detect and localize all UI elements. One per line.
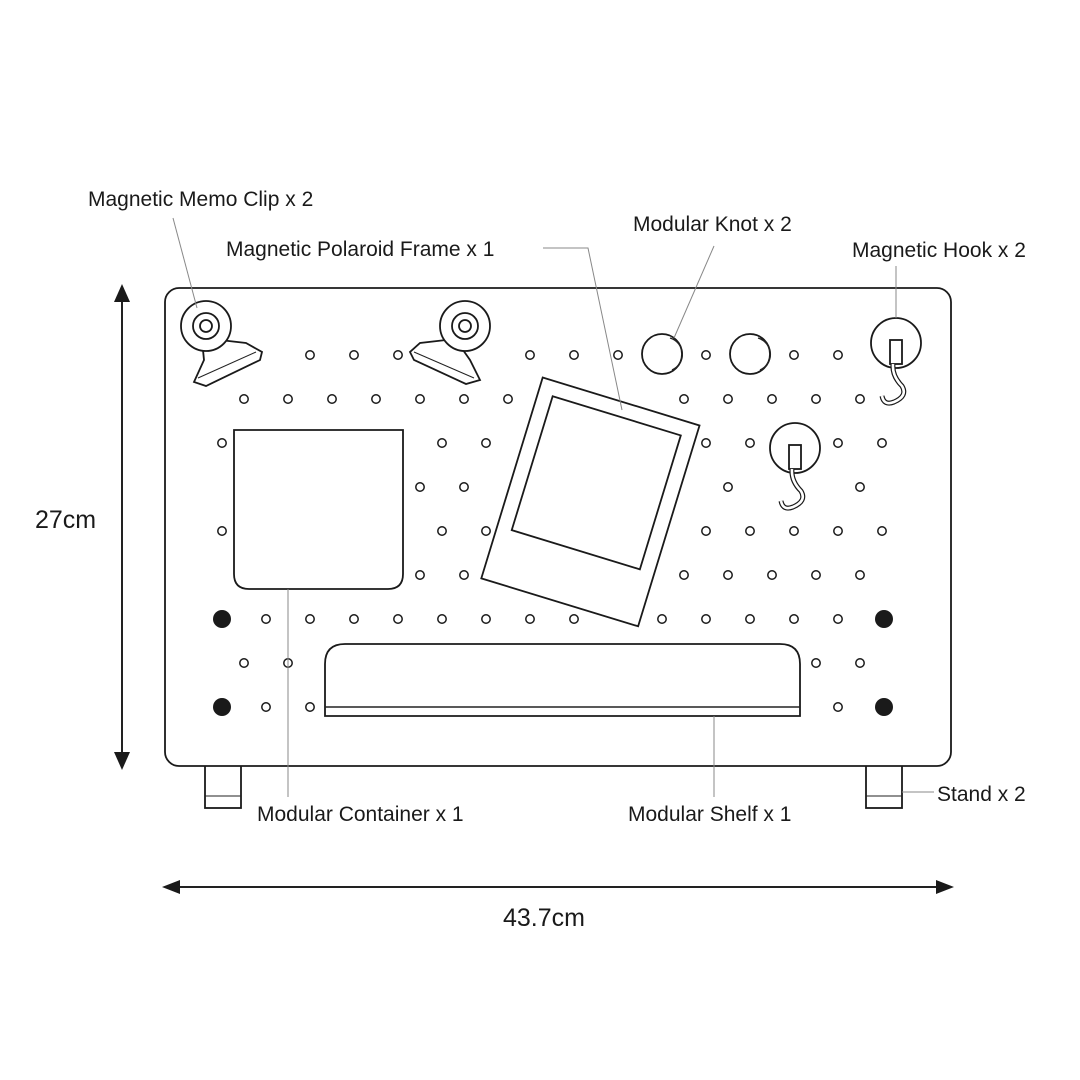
peg-hole-icon bbox=[723, 570, 733, 580]
dimension-height: 27cm bbox=[35, 506, 96, 534]
peg-hole-icon bbox=[415, 394, 425, 404]
label-polaroid-frame: Magnetic Polaroid Frame x 1 bbox=[226, 238, 494, 261]
label-modular-shelf: Modular Shelf x 1 bbox=[628, 803, 791, 826]
peg-hole-icon bbox=[503, 394, 513, 404]
peg-hole-icon bbox=[437, 526, 447, 536]
peg-hole-icon bbox=[415, 570, 425, 580]
peg-hole-icon bbox=[349, 614, 359, 624]
polaroid-frame-icon bbox=[480, 376, 701, 628]
knot-icon bbox=[641, 333, 684, 375]
hook-icon bbox=[769, 422, 821, 511]
peg-hole-icon bbox=[217, 438, 227, 448]
peg-hole-icon bbox=[415, 482, 425, 492]
memo-clip-icon bbox=[180, 300, 264, 387]
peg-hole-icon bbox=[305, 614, 315, 624]
peg-hole-icon bbox=[459, 570, 469, 580]
peg-hole-icon bbox=[481, 614, 491, 624]
peg-hole-icon bbox=[811, 570, 821, 580]
peg-hole-icon bbox=[525, 614, 535, 624]
peg-hole-icon bbox=[767, 394, 777, 404]
peg-hole-icon bbox=[613, 350, 623, 360]
magnet-icon bbox=[213, 698, 231, 716]
peg-hole-icon bbox=[877, 438, 887, 448]
shelf-icon bbox=[324, 643, 801, 717]
peg-hole-icon bbox=[789, 526, 799, 536]
peg-hole-icon bbox=[789, 614, 799, 624]
peg-hole-icon bbox=[745, 614, 755, 624]
peg-hole-icon bbox=[877, 526, 887, 536]
peg-hole-icon bbox=[679, 394, 689, 404]
leader-lines bbox=[172, 217, 934, 797]
magnet-icons bbox=[213, 610, 893, 716]
peg-hole-icon bbox=[701, 350, 711, 360]
memo-clip-icon bbox=[408, 300, 491, 385]
peg-hole-icon bbox=[789, 350, 799, 360]
peg-hole-icon bbox=[393, 614, 403, 624]
peg-hole-icon bbox=[569, 614, 579, 624]
stand-right bbox=[865, 759, 903, 809]
peg-hole-icon bbox=[855, 394, 865, 404]
label-magnetic-hook: Magnetic Hook x 2 bbox=[852, 239, 1026, 262]
peg-hole-icon bbox=[393, 350, 403, 360]
peg-hole-icon bbox=[855, 570, 865, 580]
peg-hole-icon bbox=[305, 702, 315, 712]
magnet-icon bbox=[213, 610, 231, 628]
peg-hole-icon bbox=[437, 614, 447, 624]
peg-hole-icon bbox=[261, 702, 271, 712]
peg-hole-icon bbox=[811, 658, 821, 668]
magnet-icon bbox=[875, 610, 893, 628]
peg-holes bbox=[217, 350, 887, 712]
peg-hole-icon bbox=[283, 394, 293, 404]
peg-hole-icon bbox=[723, 394, 733, 404]
label-stand: Stand x 2 bbox=[937, 783, 1026, 806]
peg-hole-icon bbox=[525, 350, 535, 360]
peg-hole-icon bbox=[833, 526, 843, 536]
peg-hole-icon bbox=[657, 614, 667, 624]
peg-hole-icon bbox=[855, 482, 865, 492]
peg-hole-icon bbox=[239, 658, 249, 668]
knot-icon bbox=[729, 333, 772, 375]
peg-hole-icon bbox=[833, 438, 843, 448]
peg-hole-icon bbox=[261, 614, 271, 624]
dimension-arrow-icon bbox=[114, 284, 130, 770]
peg-hole-icon bbox=[239, 394, 249, 404]
peg-hole-icon bbox=[723, 482, 733, 492]
peg-hole-icon bbox=[701, 614, 711, 624]
peg-hole-icon bbox=[481, 438, 491, 448]
peg-hole-icon bbox=[481, 526, 491, 536]
peg-hole-icon bbox=[349, 350, 359, 360]
peg-hole-icon bbox=[679, 570, 689, 580]
peg-hole-icon bbox=[833, 702, 843, 712]
stand-left bbox=[204, 759, 242, 809]
peg-hole-icon bbox=[569, 350, 579, 360]
peg-hole-icon bbox=[371, 394, 381, 404]
dimension-width: 43.7cm bbox=[503, 904, 585, 932]
peg-hole-icon bbox=[701, 438, 711, 448]
label-memo-clip: Magnetic Memo Clip x 2 bbox=[88, 188, 313, 211]
dimension-arrow-icon bbox=[162, 880, 954, 894]
container-icon bbox=[233, 429, 404, 590]
peg-hole-icon bbox=[767, 570, 777, 580]
peg-hole-icon bbox=[459, 482, 469, 492]
label-modular-knot: Modular Knot x 2 bbox=[633, 213, 792, 236]
peg-hole-icon bbox=[217, 526, 227, 536]
peg-hole-icon bbox=[745, 526, 755, 536]
peg-hole-icon bbox=[833, 350, 843, 360]
peg-hole-icon bbox=[701, 526, 711, 536]
peg-hole-icon bbox=[327, 394, 337, 404]
peg-hole-icon bbox=[305, 350, 315, 360]
peg-hole-icon bbox=[459, 394, 469, 404]
magnet-icon bbox=[875, 698, 893, 716]
peg-hole-icon bbox=[833, 614, 843, 624]
peg-hole-icon bbox=[811, 394, 821, 404]
peg-hole-icon bbox=[745, 438, 755, 448]
label-modular-container: Modular Container x 1 bbox=[257, 803, 464, 826]
peg-hole-icon bbox=[855, 658, 865, 668]
peg-hole-icon bbox=[437, 438, 447, 448]
